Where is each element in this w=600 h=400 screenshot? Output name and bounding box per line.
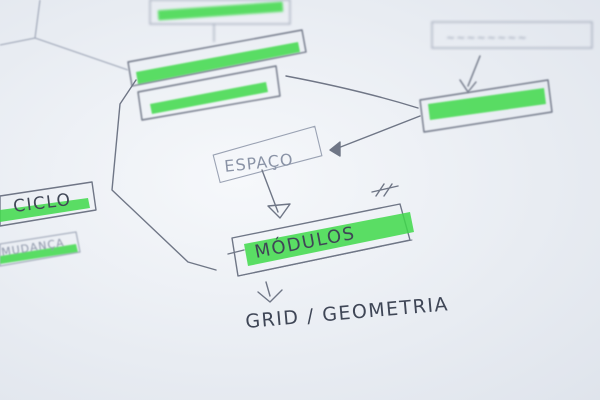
arrow-espaco-modulos [261, 169, 291, 219]
svg-text:~~~~~~~~: ~~~~~~~~ [446, 31, 528, 44]
grid-geometria-label: GRID / GEOMETRIA [245, 293, 450, 333]
modulos-node: MÓDULOS [227, 183, 414, 277]
connector-lines [111, 75, 421, 271]
upper-node-2 [137, 65, 281, 121]
arrow-modulos-grid [257, 281, 283, 303]
top-left-lines [0, 0, 129, 71]
espaco-label: ESPAÇO [223, 150, 294, 176]
espaco-node: ESPAÇO [212, 125, 323, 184]
right-node [419, 79, 553, 133]
upper-node-1 [127, 29, 307, 87]
arrow-topright-down [459, 55, 481, 93]
modulos-label: MÓDULOS [253, 222, 358, 263]
top-right-node: ~~~~~~~~ [431, 21, 593, 49]
mudanca-node: MUDANÇA [0, 231, 81, 267]
top-node [149, 0, 291, 42]
ciclo-label: CICLO [12, 190, 73, 217]
ciclo-node: CICLO [0, 181, 97, 227]
